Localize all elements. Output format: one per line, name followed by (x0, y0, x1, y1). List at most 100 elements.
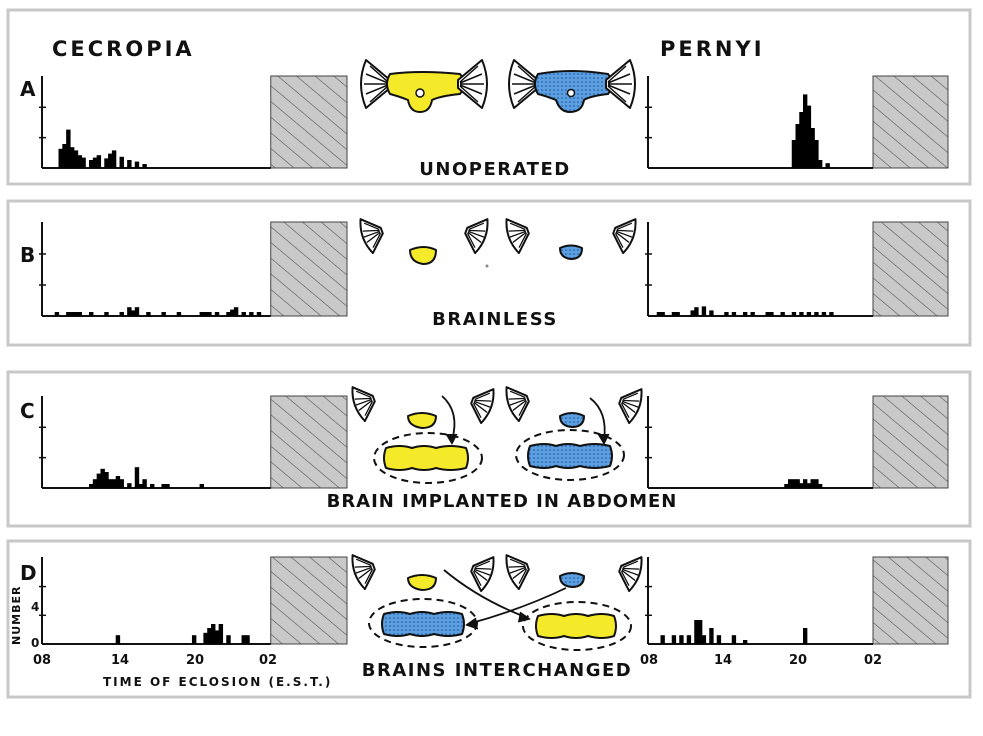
cecropia-brain-small (407, 574, 437, 591)
bar-right-12 (765, 312, 770, 316)
ytick-label-4: 4 (31, 600, 39, 614)
bar-left-11 (108, 153, 113, 168)
bar-left-15 (203, 312, 208, 316)
bar-right-0 (791, 140, 797, 168)
bar-left-8 (127, 307, 132, 316)
bar-left-22 (249, 312, 254, 316)
bar-left-14 (199, 312, 204, 316)
bar-right-8 (814, 479, 819, 488)
bar-right-0 (784, 484, 789, 488)
bar-left-1 (62, 144, 67, 168)
bar-left-9 (96, 155, 102, 168)
night-shading-right (872, 556, 949, 645)
bar-left-8 (119, 479, 124, 488)
histograms (39, 75, 949, 645)
bar-right-7 (709, 628, 714, 644)
wing-right-fan-icon (612, 218, 637, 255)
ytick-label-0: 0 (31, 636, 39, 650)
bar-right-15 (791, 312, 797, 316)
bar-right-16 (799, 312, 804, 316)
bar-right-6 (814, 140, 819, 168)
bar-left-4 (104, 472, 109, 488)
xtick-left-20: 20 (186, 653, 204, 668)
bar-left-18 (226, 312, 231, 316)
bar-left-3 (207, 628, 212, 644)
arrowhead-icon (597, 433, 610, 445)
bar-left-13 (119, 156, 124, 168)
bar-right-4 (799, 483, 804, 488)
bar-right-2 (679, 635, 684, 644)
swap-arrow-icon (443, 569, 529, 619)
night-shading-right (872, 395, 949, 489)
bar-right-1 (660, 312, 665, 316)
cecropia-brain-in-pernyi (535, 613, 617, 639)
bar-left-2 (203, 632, 208, 644)
bar-left-12 (161, 312, 166, 316)
bar-left-11 (146, 312, 151, 316)
bar-right-4 (806, 105, 812, 168)
dot-marker (485, 264, 489, 268)
bar-left-7 (115, 476, 121, 488)
bar-left-20 (233, 307, 239, 316)
xtick-left-02: 02 (259, 653, 277, 668)
bar-left-6 (111, 479, 117, 488)
wing-left-fan-icon (505, 218, 530, 255)
bar-right-14 (780, 312, 785, 316)
bar-left-6 (218, 624, 224, 644)
abdomen-outline (368, 598, 478, 648)
pernyi-brain-small (559, 572, 585, 588)
bar-right-3 (795, 479, 800, 488)
bar-right-20 (829, 312, 834, 316)
bar-left-13 (150, 484, 155, 488)
xtick-right-02: 02 (864, 653, 882, 668)
bar-left-0 (54, 312, 60, 316)
bar-right-7 (818, 160, 823, 168)
bar-right-3 (675, 312, 680, 316)
bar-right-6 (806, 483, 812, 488)
bar-left-4 (211, 624, 216, 644)
abdomen-outline (515, 429, 625, 481)
wing-left-fan-icon (505, 554, 530, 591)
bar-right-6 (701, 635, 707, 644)
abdomen-outline (522, 601, 632, 651)
bar-left-13 (176, 312, 182, 316)
bar-left-10 (134, 467, 140, 488)
moth-diagrams (351, 59, 643, 651)
night-shading-right (872, 75, 949, 169)
pernyi-brain-removed (559, 244, 583, 260)
bar-right-7 (709, 310, 714, 316)
wing-left-fan-icon (508, 59, 539, 109)
panel-letter-c: C (20, 399, 35, 423)
bar-left-5 (77, 155, 82, 168)
wing-left-fan-icon (360, 59, 391, 109)
bar-right-5 (694, 307, 699, 316)
night-shading-left (270, 75, 348, 169)
bar-right-9 (731, 312, 737, 316)
swap-arrow-icon (467, 587, 567, 625)
wing-right-fan-icon (618, 556, 643, 593)
bar-left-19 (230, 309, 235, 316)
panel-letter-d: D (20, 561, 37, 585)
wing-left-fan-icon (351, 554, 376, 591)
cecropia-brain-removed (409, 246, 437, 265)
bar-right-5 (803, 479, 808, 488)
bar-right-1 (671, 635, 677, 644)
panel-letter-a: A (20, 77, 36, 101)
bar-right-18 (814, 312, 819, 316)
wing-right-fan-icon (470, 556, 495, 593)
species-right-label: PERNYI (660, 37, 765, 61)
wing-right-fan-icon (470, 388, 495, 425)
night-shading-left (270, 556, 348, 645)
bar-right-5 (698, 620, 703, 644)
bar-left-11 (138, 484, 143, 488)
cecropia-brain-implanted (383, 445, 469, 471)
bar-right-9 (818, 484, 823, 488)
bar-right-0 (656, 312, 662, 316)
bar-right-8 (716, 635, 722, 644)
bar-left-0 (58, 148, 63, 168)
bar-left-0 (89, 484, 94, 488)
night-shading-right (872, 221, 949, 317)
bar-left-23 (256, 312, 262, 316)
bar-left-16 (199, 484, 204, 488)
